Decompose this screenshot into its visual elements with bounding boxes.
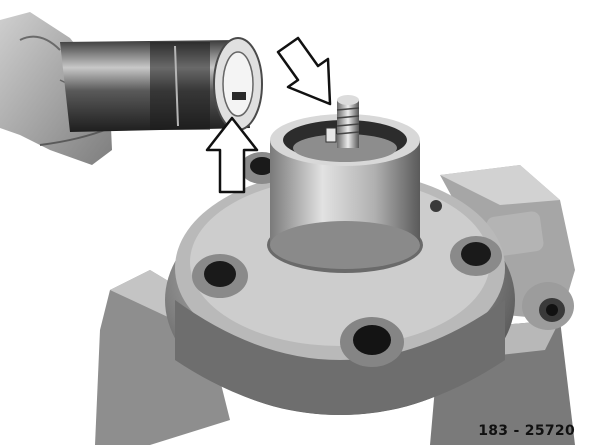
sleeve-keyway <box>232 92 246 100</box>
pump-housing <box>165 152 515 415</box>
upward-arrow <box>205 116 259 194</box>
bolt-boss-left <box>192 254 248 298</box>
side-fitting <box>440 165 575 330</box>
threaded-stud <box>325 95 360 148</box>
figure-reference-code: 183 - 25720 <box>478 423 575 439</box>
bolt-boss-right <box>450 236 502 276</box>
bolt-boss-front <box>340 317 404 367</box>
woodruff-key <box>325 127 337 143</box>
sleeve-tool <box>60 37 263 132</box>
diagonal-arrow <box>276 36 332 106</box>
central-neck <box>267 114 423 273</box>
